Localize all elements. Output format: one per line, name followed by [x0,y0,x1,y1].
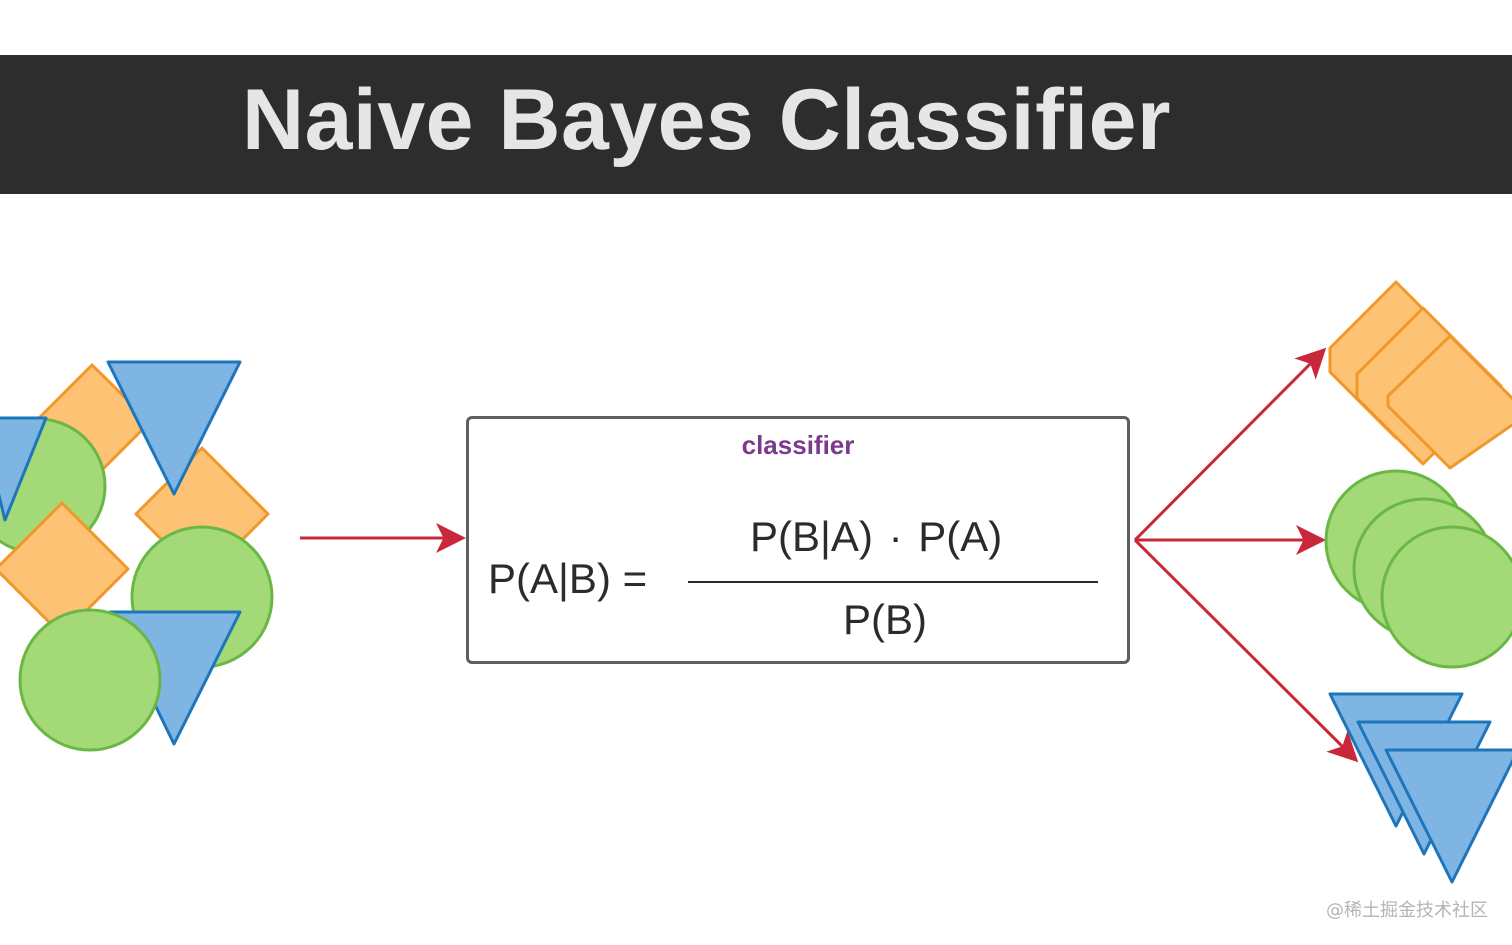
classified-triangles-group [1328,692,1512,884]
input-triangle-shape [106,360,242,496]
output-arrow-squares [1133,347,1327,542]
output-triangle-shape [1384,748,1512,884]
watermark: @稀土掘金技术社区 [1326,900,1488,921]
formula-numerator: P(B|A) · P(A) [750,513,1003,560]
page-title: Naive Bayes Classifier [242,72,1171,168]
input-circle-shape [18,608,162,752]
output-arrow-triangles [1133,538,1359,763]
mixed-input-shapes [0,360,274,752]
classified-circles-group [1324,469,1512,669]
formula-denominator: P(B) [843,596,927,643]
classified-squares-group [1328,280,1512,470]
fraction-line [688,581,1098,583]
classifier-box [466,416,1130,664]
input-triangle-shape [0,416,48,522]
output-arrows [1133,347,1359,763]
classifier-label: classifier [741,430,855,460]
title-bar [0,55,1512,194]
output-circle-shape [1380,525,1512,669]
output-square-shape [1386,334,1512,470]
formula-lhs: P(A|B) = [488,555,648,602]
